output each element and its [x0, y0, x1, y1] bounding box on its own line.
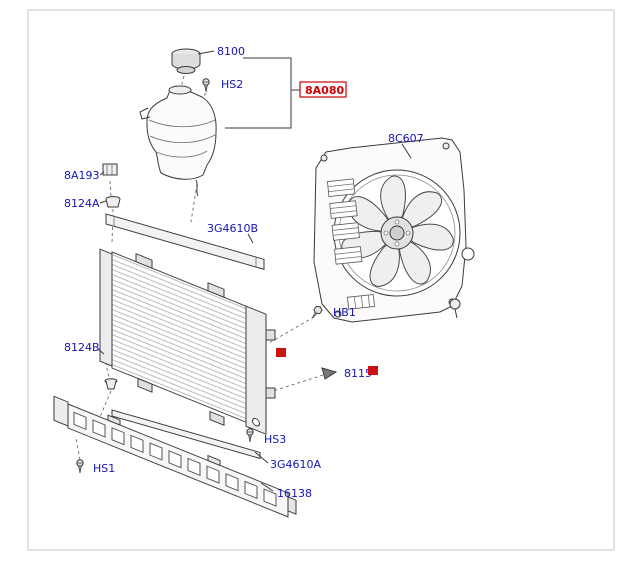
callout-hs1[interactable]: HS1 — [93, 462, 115, 475]
fan-blades — [338, 171, 458, 291]
callout-8115[interactable]: 8115 — [344, 367, 372, 380]
callout-8a080-label[interactable]: 8A080 — [305, 84, 344, 97]
callout-8c607[interactable]: 8C607 — [388, 132, 424, 145]
callout-hb1[interactable]: HB1 — [333, 306, 356, 319]
callout-3g4610b[interactable]: 3G4610B — [207, 222, 258, 235]
grommet-glyph-8124a — [105, 196, 121, 208]
fan-motor-connector — [449, 298, 461, 319]
callout-8a193[interactable]: 8A193 — [64, 169, 100, 182]
highlight-marker-8115[interactable] — [368, 366, 378, 375]
shroud-side-boss — [461, 247, 475, 261]
callout-16138[interactable]: 16138 — [277, 487, 312, 500]
callout-hs2[interactable]: HS2 — [221, 78, 243, 91]
callout-8100[interactable]: 8100 — [217, 45, 245, 58]
shroud-bottom-vent — [346, 294, 375, 310]
cooling-fan-assembly — [313, 137, 475, 323]
callout-3g4610a[interactable]: 3G4610A — [270, 458, 322, 471]
lower-radiator-seal — [111, 409, 261, 460]
grommet-glyph-8124b — [104, 378, 118, 390]
coolant-reservoir — [139, 48, 217, 197]
callout-8a080[interactable]: 8A080 — [299, 81, 347, 98]
retainer-glyph-8a193 — [102, 163, 118, 176]
reservoir-tank — [139, 85, 217, 197]
shroud-vents — [326, 178, 363, 265]
radiator — [99, 248, 276, 435]
callout-labels: 8100 HS2 8A080 8C607 8A193 8124A 3G4610B… — [64, 45, 424, 500]
lower-deflector — [53, 395, 297, 518]
clip-glyph-8115 — [321, 367, 338, 380]
leader-lines — [97, 50, 412, 492]
callout-8124a[interactable]: 8124A — [64, 197, 100, 210]
reservoir-cap — [171, 48, 201, 74]
bolt-glyph-hb1 — [311, 305, 323, 319]
highlight-marker-radiator[interactable] — [276, 348, 286, 357]
callout-hs3[interactable]: HS3 — [264, 433, 286, 446]
callout-8124b[interactable]: 8124B — [64, 341, 100, 354]
upper-radiator-seal — [105, 213, 265, 270]
callout-8a080-box — [299, 81, 347, 98]
